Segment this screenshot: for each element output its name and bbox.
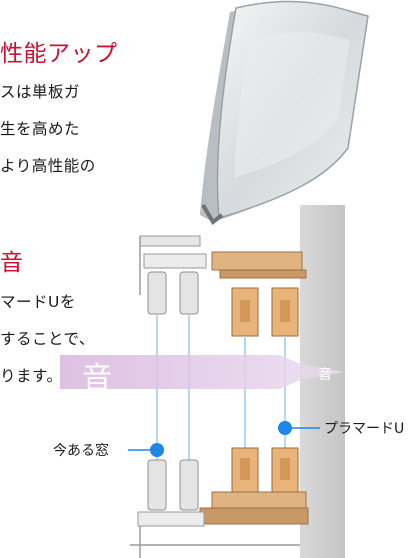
sound-text-line-2: することで、	[0, 330, 95, 348]
sound-arrow	[60, 355, 345, 389]
glass-text-line-2: 生を高めた	[0, 120, 81, 138]
sound-heading: 音	[0, 250, 23, 276]
glass-heading: 性能アップ	[0, 41, 118, 67]
glass-text-line-1: スは単板ガ	[0, 83, 81, 101]
sound-quiet-glyph: 音	[318, 367, 332, 383]
glass-text-line-3: より高性能の	[0, 157, 96, 175]
label-connectors	[128, 421, 320, 457]
sound-loud-glyph: 音	[82, 361, 112, 396]
new-window-label: プラマードU	[324, 421, 405, 437]
existing-window-marker	[150, 443, 164, 457]
window-section-illustration	[130, 205, 345, 558]
sound-text-line-3: ります。	[0, 367, 63, 385]
sound-text-line-1: マードUを	[0, 293, 76, 311]
new-window-marker	[278, 421, 292, 435]
double-glass-illustration	[200, 0, 369, 225]
existing-window-label: 今ある窓	[53, 443, 109, 459]
